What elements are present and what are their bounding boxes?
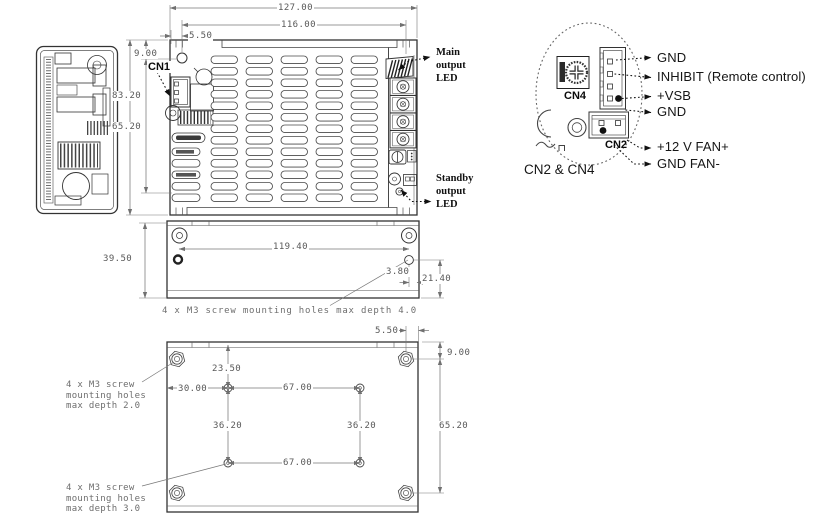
detail-bubble [535, 22, 643, 166]
standby-led-line3: LED [436, 199, 458, 210]
side-mounting-hole-right [404, 255, 414, 265]
dim-side-hole-span: 119.40 [272, 242, 309, 252]
dim-inner-span-top: 67.00 [282, 383, 314, 393]
dim-hole-offset-x: 5.50 [188, 31, 214, 41]
standby-led-line1: Standby [436, 173, 474, 184]
standby-led-line2: output [436, 186, 466, 197]
main-led-line3: LED [436, 73, 458, 84]
dim-inner-left: 30.00 [177, 384, 209, 394]
detail-view [535, 22, 652, 167]
main-led-leader-arrow [398, 55, 431, 71]
bottom-view [166, 341, 419, 513]
dim-inner-width: 116.00 [280, 20, 317, 30]
dim-side-hole-height: 21.40 [421, 274, 453, 284]
note-inner-line1: 4 x M3 screw [66, 483, 135, 493]
cn1-label: CN1 [147, 61, 172, 73]
main-led-line1: Main [436, 47, 460, 58]
cn4-potentiometer [556, 56, 590, 89]
dim-corner-offset-y: 9.00 [446, 348, 472, 358]
note-inner-holes: 4 x M3 screw mounting holes max depth 3.… [66, 483, 146, 515]
dim-hole-offset-y: 9.00 [133, 49, 159, 59]
dim-inner-span-bottom: 67.00 [282, 458, 314, 468]
dim-led-span: 65.20 [111, 122, 143, 132]
dim-front-height: 39.50 [102, 254, 134, 264]
corner-nut-leader [141, 361, 175, 383]
dim-inner-span-left: 36.20 [212, 421, 244, 431]
dim-overall-width: 127.00 [277, 3, 314, 13]
internal-components [54, 52, 111, 206]
dim-inner-span-right: 36.20 [346, 421, 378, 431]
note-corner-line1: 4 x M3 screw [66, 380, 135, 390]
pin-label-fan-gnd: GND FAN- [657, 156, 720, 171]
ventilation-slots [171, 55, 378, 203]
standby-output-led-label: Standby output LED [436, 172, 473, 211]
top-view-callout-arrows [156, 55, 432, 205]
pin-label-vsb: +VSB [657, 88, 692, 103]
cn4-label: CN4 [564, 90, 587, 102]
standby-led-leader-arrow [400, 189, 432, 205]
dim-overall-height: 83.20 [111, 91, 143, 101]
cn1-connector [170, 76, 191, 108]
main-output-led-label: Main output LED [436, 46, 466, 85]
dim-corner-offset-x: 5.50 [374, 326, 400, 336]
dim-corner-span-y: 65.20 [438, 421, 470, 431]
cn2-connector [588, 111, 629, 139]
dim-side-hole-offset: 3.80 [385, 267, 411, 277]
pin-label-gnd-1: GND [657, 50, 687, 65]
pin-label-fan-plus: +12 V FAN+ [657, 139, 729, 154]
side-mounting-hole-left [172, 254, 184, 265]
top-cover-hole [176, 52, 188, 64]
front-screws [171, 227, 417, 244]
component-legend-strip [43, 56, 54, 204]
note-inner-line3: max depth 3.0 [66, 504, 141, 514]
detail-decorative-parts [535, 109, 587, 151]
pin-label-inhibit: INHIBIT (Remote control) [657, 69, 806, 84]
cn4-header-connector [599, 47, 626, 110]
cn1-leader-arrow [156, 71, 171, 97]
fuse-holder [388, 149, 407, 165]
note-corner-line2: mounting holes [66, 390, 147, 401]
front-view [166, 220, 420, 299]
note-side-holes: 4 x M3 screw mounting holes max depth 4.… [162, 306, 417, 316]
top-view [165, 39, 418, 216]
pin-callout-arrows [610, 55, 652, 167]
note-corner-line3: max depth 2.0 [66, 401, 141, 411]
detail-caption: CN2 & CN4 [524, 162, 595, 177]
inner-hole-leader [141, 463, 227, 487]
note-corner-holes: 4 x M3 screw mounting holes max depth 2.… [66, 380, 146, 412]
pin-label-gnd-2: GND [657, 104, 687, 119]
side-view [35, 45, 119, 215]
note-inner-line2: mounting holes [66, 493, 147, 504]
cn2-label: CN2 [605, 139, 628, 151]
dim-inner-top: 23.50 [211, 364, 243, 374]
main-led-line2: output [436, 60, 466, 71]
